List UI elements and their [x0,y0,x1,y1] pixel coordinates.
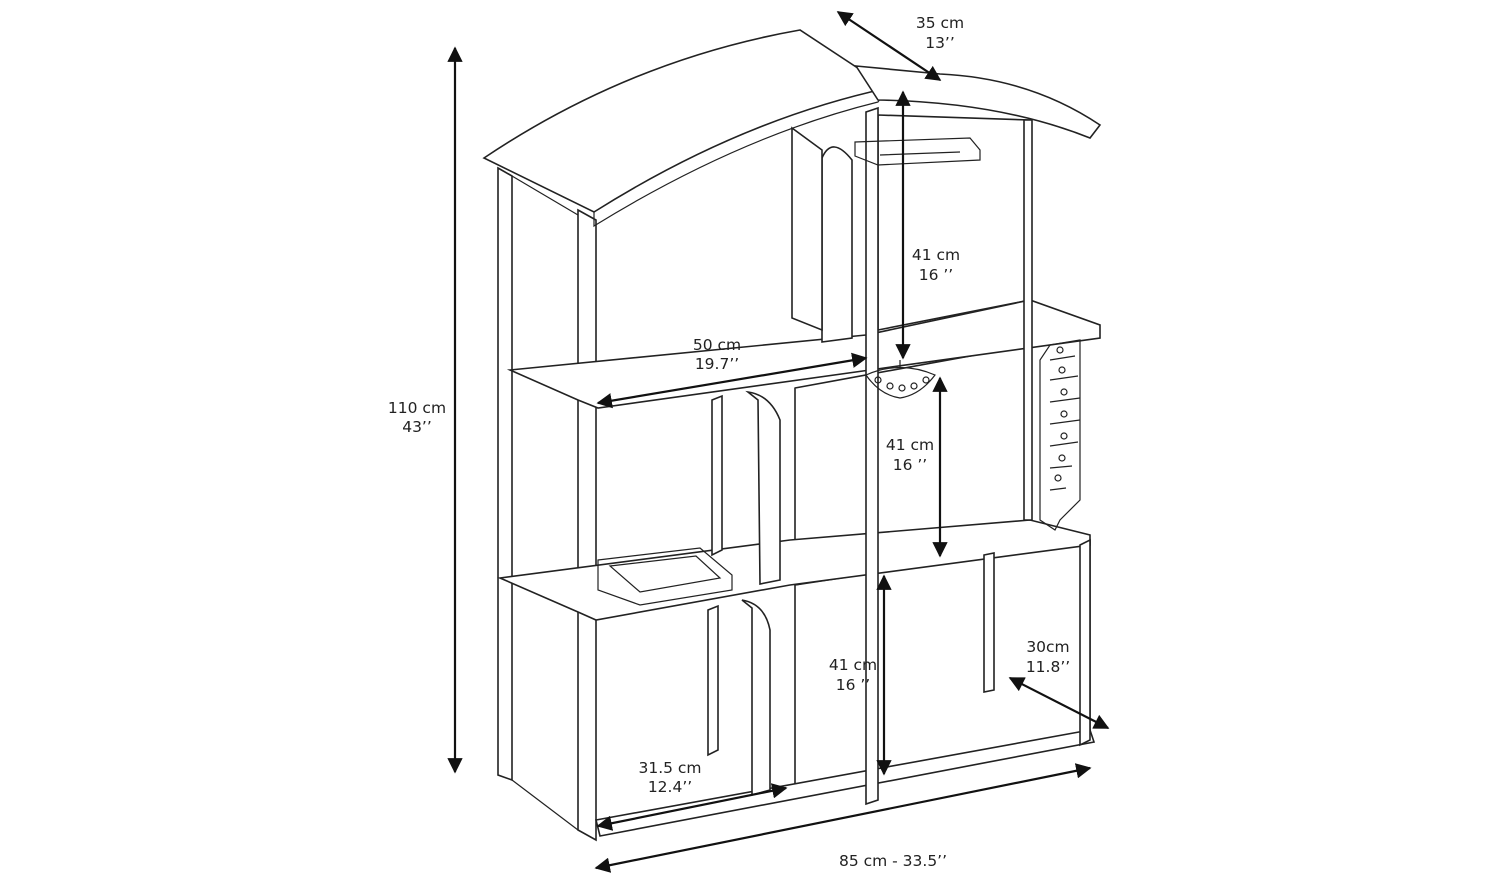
depth-top-metric: 35 cm [916,14,964,32]
shelf-depth-imperial: 11.8’’ [1026,658,1070,676]
lower-room-width-imperial: 12.4’’ [648,778,692,796]
left-side-panel [511,175,579,831]
total-width-arrow [594,763,1092,873]
lower-arched-partition [707,599,771,797]
dimension-labels: 35 cm 13’’ 110 cm 43’’ 41 cm 16 ’’ 50 cm… [388,14,1070,870]
depth-top-arrow [836,11,942,81]
left-roof-underside [593,87,889,228]
sink-unit [597,547,733,606]
middle-room-height-metric: 41 cm [886,436,934,454]
upper-room-width-arrow [596,352,868,409]
back-wall-top-right [877,114,1031,331]
ceiling-light-fixture [854,137,981,166]
upper-room-height-metric: 41 cm [912,246,960,264]
lower-room-height-metric: 41 cm [829,656,877,674]
upper-room-width-metric: 50 cm [693,336,741,354]
right-roof [854,65,1102,139]
shelf-depth-arrow [1008,677,1110,729]
dollhouse-drawing [482,29,1102,842]
chandelier [865,360,936,399]
shelf-depth-metric: 30cm [1026,638,1069,656]
upper-room-width-imperial: 19.7’’ [695,355,739,373]
inner-column-lower [983,552,995,693]
front-left-column [577,208,597,842]
total-height-imperial: 43’’ [402,418,432,436]
total-width-label: 85 cm - 33.5’’ [839,852,947,870]
center-divider [865,106,879,806]
staircase [1039,339,1081,531]
lower-room-width-metric: 31.5 cm [638,759,701,777]
depth-top-imperial: 13’’ [925,34,955,52]
middle-room-height-imperial: 16 ’’ [893,456,928,474]
left-outer-wall [497,166,513,782]
upper-room-height-imperial: 16 ’’ [919,266,954,284]
right-column-upper [1023,119,1033,521]
upper-back-partition [791,126,823,332]
lower-room-height-imperial: 16 ’’ [836,676,871,694]
upper-arched-partition [821,146,853,343]
dimension-arrows [447,11,1110,873]
total-height-metric: 110 cm [388,399,446,417]
